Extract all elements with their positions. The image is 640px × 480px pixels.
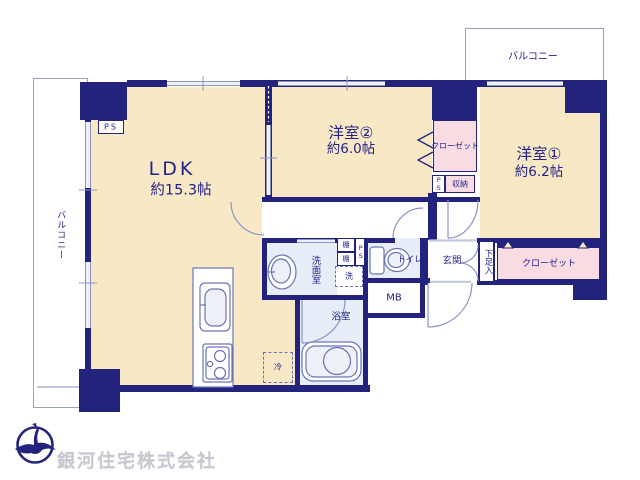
shelf-upper-box [337, 238, 355, 252]
wall [573, 283, 607, 300]
wall [363, 313, 425, 318]
ldk-size: 約15.3帖 [150, 182, 212, 199]
bedroom1-size: 約6.2帖 [514, 164, 564, 181]
wall [368, 238, 395, 243]
window-ldk-left-upper [85, 122, 91, 188]
bedroom2-label: 洋室② [328, 124, 374, 143]
balcony-top-label: バルコニー [508, 51, 558, 63]
wall [79, 369, 120, 412]
wall [600, 82, 607, 285]
bedroom1-label: 洋室① [516, 145, 562, 164]
wall [127, 80, 167, 87]
window-ldk-top [167, 81, 240, 86]
shoe-cabinet-label: 下足入 [482, 249, 493, 275]
ldk-label: LDK [148, 158, 196, 181]
wall [565, 82, 600, 113]
storage-box [445, 175, 475, 193]
ps-box-top [98, 120, 124, 134]
wall [363, 278, 430, 283]
toilet-label: トイレ [397, 255, 423, 266]
wall [295, 300, 300, 385]
closet-bedroom1-box [497, 243, 600, 280]
window-ldk-left-lower [85, 262, 91, 328]
shelf-lower-box [337, 252, 355, 266]
door-opening-washroom [297, 238, 335, 243]
bathroom-label: 浴室 [331, 311, 351, 323]
wall [363, 283, 368, 392]
ps-box-washroom [355, 238, 365, 266]
wall [477, 280, 607, 285]
wall [262, 295, 365, 300]
closet-bedroom2-box [433, 120, 477, 172]
meter-box-label: MB [386, 292, 402, 304]
wall [420, 238, 428, 285]
closet-bedroom2-label: クローゼット [431, 141, 479, 151]
balcony-left-label: バルコニー [55, 210, 66, 260]
wall [363, 238, 368, 283]
storage-label: 収納 [452, 179, 468, 189]
window-bedroom1-top [487, 81, 563, 86]
ps-washroom-label: PS [356, 244, 365, 260]
entrance-label: 玄関 [442, 255, 462, 267]
wall [428, 193, 437, 240]
wall [420, 283, 425, 318]
shelf-lower-label: 棚 [342, 254, 350, 263]
washroom-label: 洗面室 [309, 255, 321, 285]
washer-space-box [335, 266, 363, 287]
company-name: 銀河住宅株式会社 [57, 451, 217, 472]
wall [262, 197, 480, 202]
shoe-cabinet-box [478, 240, 495, 283]
wall [432, 80, 477, 120]
wall [120, 385, 370, 392]
balcony-top-right [465, 28, 604, 85]
sliding-door-ldk-bedroom2 [266, 125, 271, 195]
company-logo [15, 423, 56, 464]
door-arc-entrance [427, 282, 473, 328]
room-ldk [91, 87, 268, 385]
washer-label: 洗 [345, 271, 353, 281]
room-bedroom2 [272, 87, 432, 197]
bedroom2-size: 約6.0帖 [326, 141, 376, 158]
meter-box-area [368, 283, 420, 313]
wall [85, 82, 91, 388]
ps-mid-label: PS [434, 176, 443, 192]
balcony-left [33, 78, 88, 408]
room-washroom [267, 238, 337, 295]
fridge-label: 冷 [274, 362, 282, 372]
corridor [262, 202, 428, 238]
ps-box-mid [432, 175, 445, 193]
fridge-space-box [263, 352, 293, 383]
window-bedroom2-top [278, 81, 385, 86]
shelf-upper-label: 棚 [342, 240, 350, 249]
ps-top-label: PS [104, 122, 118, 132]
wall [262, 238, 267, 300]
closet-bedroom1-label: クローゼット [521, 258, 577, 269]
